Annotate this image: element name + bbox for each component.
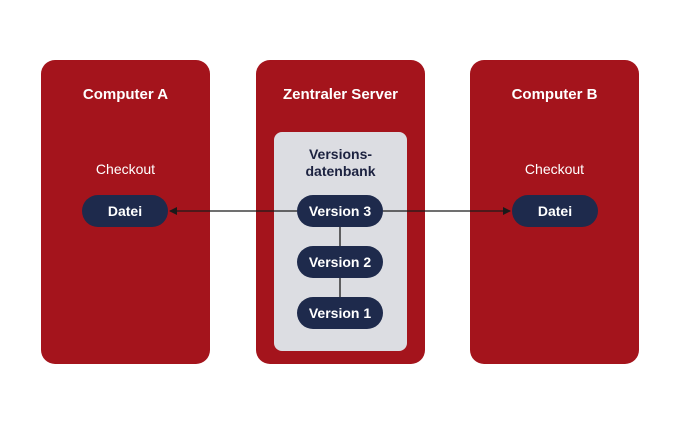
- computer-b-checkout-label: Checkout: [524, 161, 585, 177]
- version-2-pill: Version 2: [297, 246, 383, 278]
- computer-a-file-pill: Datei: [82, 195, 168, 227]
- computer-a-title: Computer A: [82, 86, 169, 103]
- computer-b-file-pill: Datei: [512, 195, 598, 227]
- computer-a-checkout-label: Checkout: [95, 161, 156, 177]
- version-1-pill: Version 1: [297, 297, 383, 329]
- version-database-label-line2: datenbank: [305, 163, 376, 179]
- version-database-label: Versions- datenbank: [274, 146, 407, 180]
- version-database-label-line1: Versions-: [308, 146, 373, 162]
- computer-b-title: Computer B: [511, 86, 598, 103]
- server-title: Zentraler Server: [282, 86, 399, 103]
- version-3-pill: Version 3: [297, 195, 383, 227]
